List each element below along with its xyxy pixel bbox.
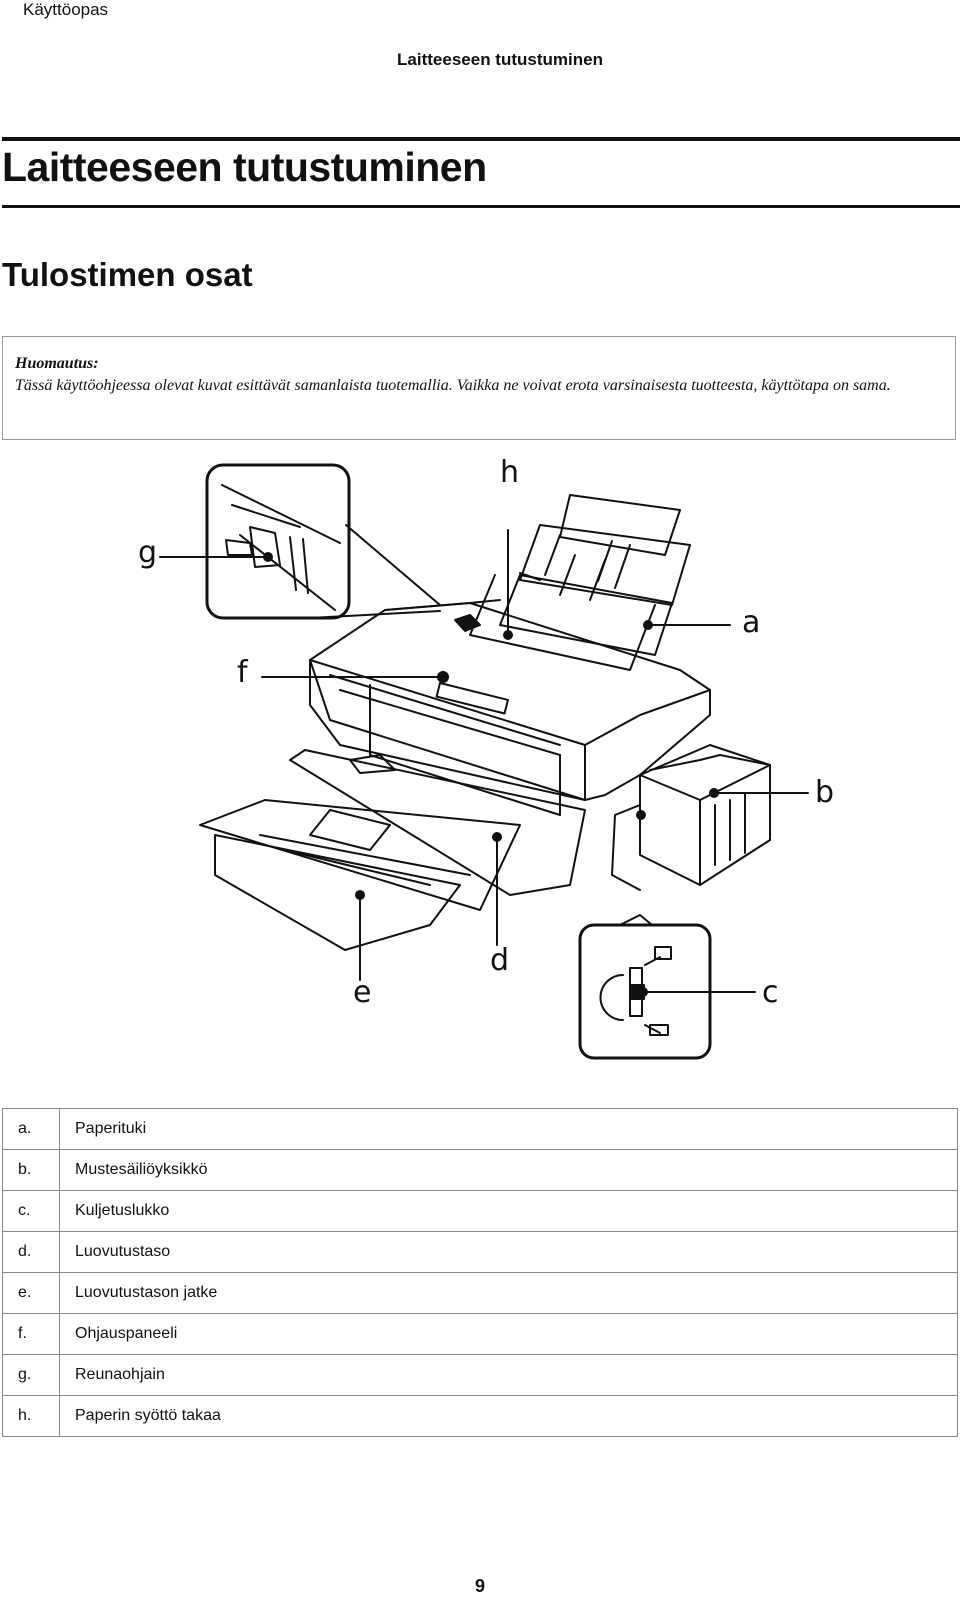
part-label: Reunaohjain [59,1354,958,1396]
table-row: g. Reunaohjain [2,1354,958,1396]
table-row: a. Paperituki [2,1108,958,1150]
table-row: c. Kuljetuslukko [2,1190,958,1232]
part-label: Luovutustaso [59,1231,958,1273]
printer-diagram: g f h a b c d e [0,455,960,1085]
printer-illustration [159,463,809,1060]
parts-table: a. Paperituki b. Mustesäiliöyksikkö c. K… [2,1108,958,1437]
page-number: 9 [474,1576,485,1596]
note-box: Huomautus: Tässä käyttöohjeessa olevat k… [2,336,956,440]
part-label: Ohjauspaneeli [59,1313,958,1355]
part-key: g. [2,1354,60,1396]
part-key: h. [2,1395,60,1437]
callout-h: h [500,455,520,490]
part-label: Luovutustason jatke [59,1272,958,1314]
callout-d: d [490,943,510,978]
chapter-title: Laitteeseen tutustuminen [2,144,487,190]
callout-g: g [138,535,158,570]
part-label: Paperin syöttö takaa [59,1395,958,1437]
section-header: Laitteeseen tutustuminen [397,50,603,69]
note-title: Huomautus: [15,355,99,372]
callout-c: c [762,975,779,1010]
table-row: b. Mustesäiliöyksikkö [2,1149,958,1191]
part-key: d. [2,1231,60,1273]
part-key: f. [2,1313,60,1355]
table-row: d. Luovutustaso [2,1231,958,1273]
part-key: b. [2,1149,60,1191]
part-label: Kuljetuslukko [59,1190,958,1232]
edge-guide-inset [205,463,351,620]
section-title: Tulostimen osat [2,256,253,293]
table-row: h. Paperin syöttö takaa [2,1395,958,1437]
callout-e: e [353,975,372,1010]
part-key: a. [2,1108,60,1150]
part-label: Mustesäiliöyksikkö [59,1149,958,1191]
title-rule-top [2,137,960,141]
note-text: Tässä käyttöohjeessa olevat kuvat esittä… [15,377,891,394]
running-header: Käyttöopas [23,0,109,19]
callout-a: a [742,605,761,640]
part-label: Paperituki [59,1108,958,1150]
callout-b: b [815,775,835,810]
callout-f: f [237,655,248,690]
part-key: c. [2,1190,60,1232]
table-row: f. Ohjauspaneeli [2,1313,958,1355]
part-key: e. [2,1272,60,1314]
title-rule-bottom [2,205,960,208]
table-row: e. Luovutustason jatke [2,1272,958,1314]
